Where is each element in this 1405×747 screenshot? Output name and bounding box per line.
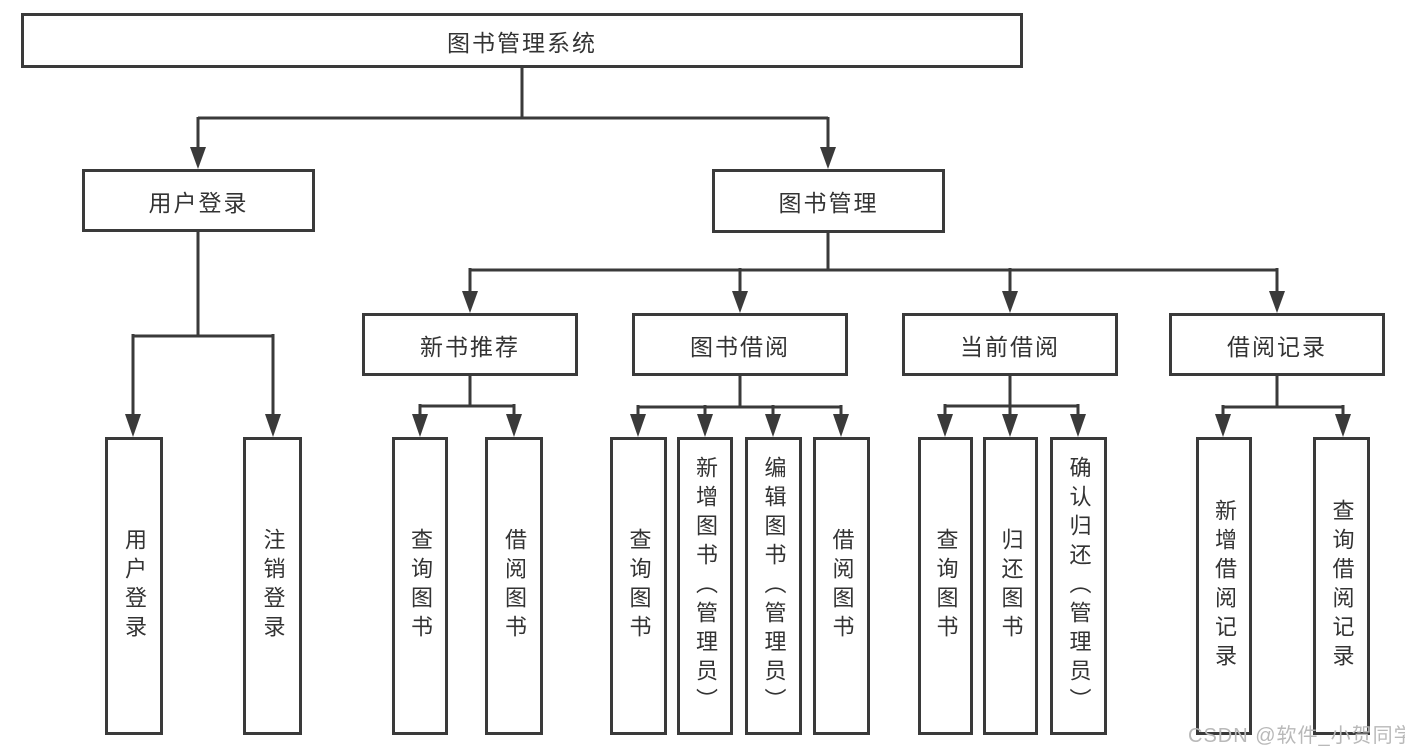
leaf-borrow-books-recommend: 借阅图书 (485, 437, 543, 735)
node-user-login: 用户登录 (82, 169, 315, 232)
csdn-watermark: CSDN @软件_小贺同学 (1188, 725, 1405, 747)
leaf-confirm-return-admin: 确认归还（管理员） (1050, 437, 1107, 735)
node-current-borrowing: 当前借阅 (902, 313, 1118, 376)
node-borrowing-records: 借阅记录 (1169, 313, 1385, 376)
leaf-query-borrow-record: 查询借阅记录 (1313, 437, 1370, 735)
node-new-book-recommend: 新书推荐 (362, 313, 578, 376)
leaf-borrow-books-borrowing: 借阅图书 (813, 437, 870, 735)
leaf-add-books-admin: 新增图书（管理员） (677, 437, 733, 735)
leaf-logout: 注销登录 (243, 437, 302, 735)
leaf-edit-books-admin: 编辑图书（管理员） (745, 437, 802, 735)
leaf-return-books: 归还图书 (983, 437, 1038, 735)
leaf-query-books-current: 查询图书 (918, 437, 973, 735)
leaf-query-books-borrowing: 查询图书 (610, 437, 667, 735)
node-root: 图书管理系统 (21, 13, 1023, 68)
node-book-management: 图书管理 (712, 169, 945, 233)
leaf-user-login: 用户登录 (105, 437, 163, 735)
leaf-add-borrow-record: 新增借阅记录 (1196, 437, 1252, 735)
leaf-query-books-recommend: 查询图书 (392, 437, 448, 735)
node-book-borrowing: 图书借阅 (632, 313, 848, 376)
